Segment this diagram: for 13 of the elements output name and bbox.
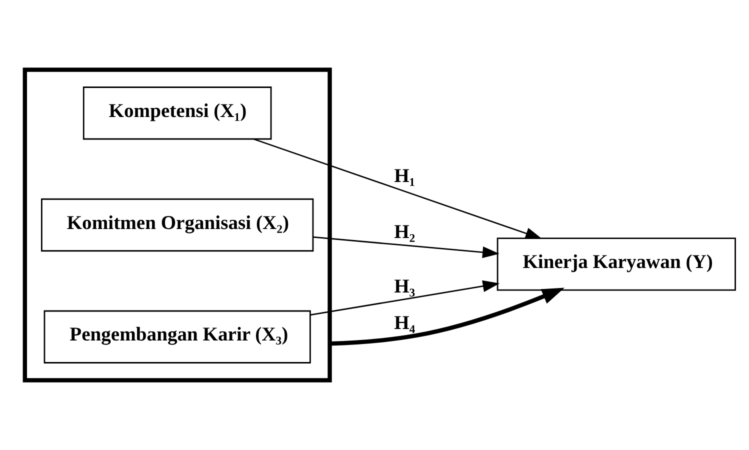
arrow — [254, 138, 542, 240]
arrow — [310, 280, 500, 316]
arrow — [313, 236, 500, 258]
edge-label: H₂ — [394, 222, 416, 243]
edge-label: H₄ — [394, 312, 416, 334]
cluster — [22, 68, 332, 382]
node-box: Komitmen Organisasi (X₂) — [40, 198, 314, 252]
node-box: Kinerja Karyawan (Y) — [496, 238, 736, 291]
node-box: Kompetensi (X₁) — [82, 86, 272, 140]
arrow — [330, 288, 565, 346]
edge-label: H₁ — [394, 166, 416, 187]
node-box: Pengembangan Karir (X₃) — [44, 310, 311, 364]
edge-label: H₃ — [394, 276, 416, 298]
